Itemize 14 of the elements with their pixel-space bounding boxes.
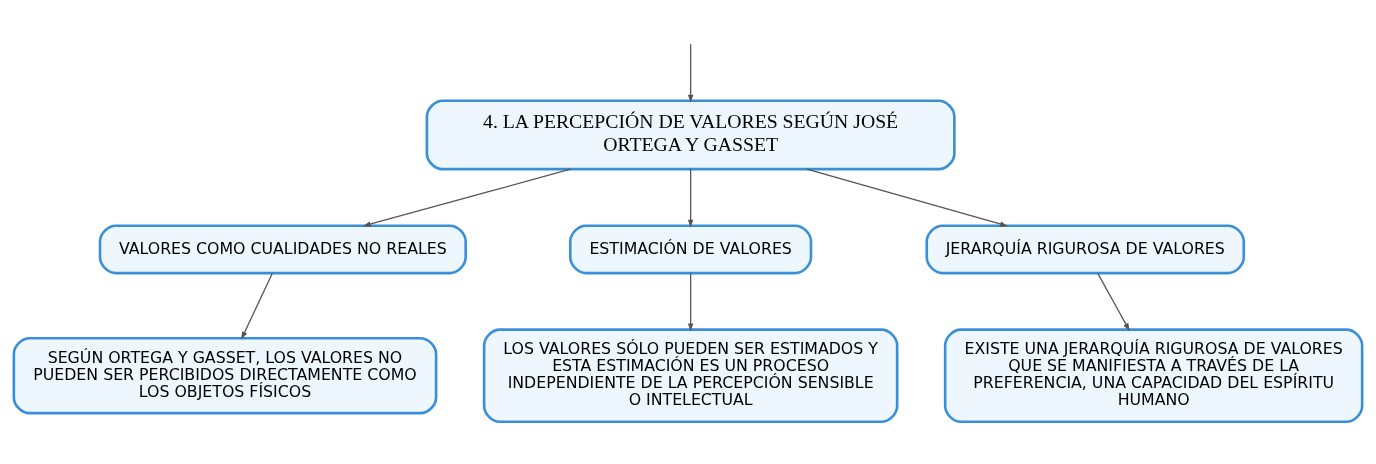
arrow xyxy=(687,168,694,228)
arrow xyxy=(687,43,694,103)
node-box: VALORES COMO CUALIDADES NO REALES xyxy=(98,223,467,274)
node-box: JERARQUÍA RIGUROSA DE VALORES xyxy=(925,223,1246,274)
node-box: EXISTE UNA JERARQUÍA RIGUROSA DE VALORES QUE SE MANIFIESTA A TRAVÉS DE LA PREFERENCIA, UNA CAPACIDAD DEL ESPÍRITU HUMANO xyxy=(943,327,1364,423)
arrow xyxy=(687,272,694,331)
node-box: 4. LA PERCEPCIÓN DE VALORES SEGÚN JOSÉ ORTEGA Y GASSET xyxy=(425,98,956,170)
node-box: ESTIMACIÓN DE VALORES xyxy=(568,223,813,274)
arrow xyxy=(1097,272,1130,331)
arrow xyxy=(362,168,572,227)
arrow xyxy=(241,272,273,340)
arrow xyxy=(806,168,1008,227)
node-box: LOS VALORES SÓLO PUEDEN SER ESTIMADOS Y ESTA ESTIMACIÓN ES UN PROCESO INDEPENDIENTE DE LA PERCEPCIÓN SENSIBLE O INTELECTUAL xyxy=(482,327,899,423)
node-box: SEGÚN ORTEGA Y GASSET, LOS VALORES NO PUEDEN SER PERCIBIDOS DIRECTAMENTE COMO LOS OBJETOS FÍSICOS xyxy=(12,336,438,414)
